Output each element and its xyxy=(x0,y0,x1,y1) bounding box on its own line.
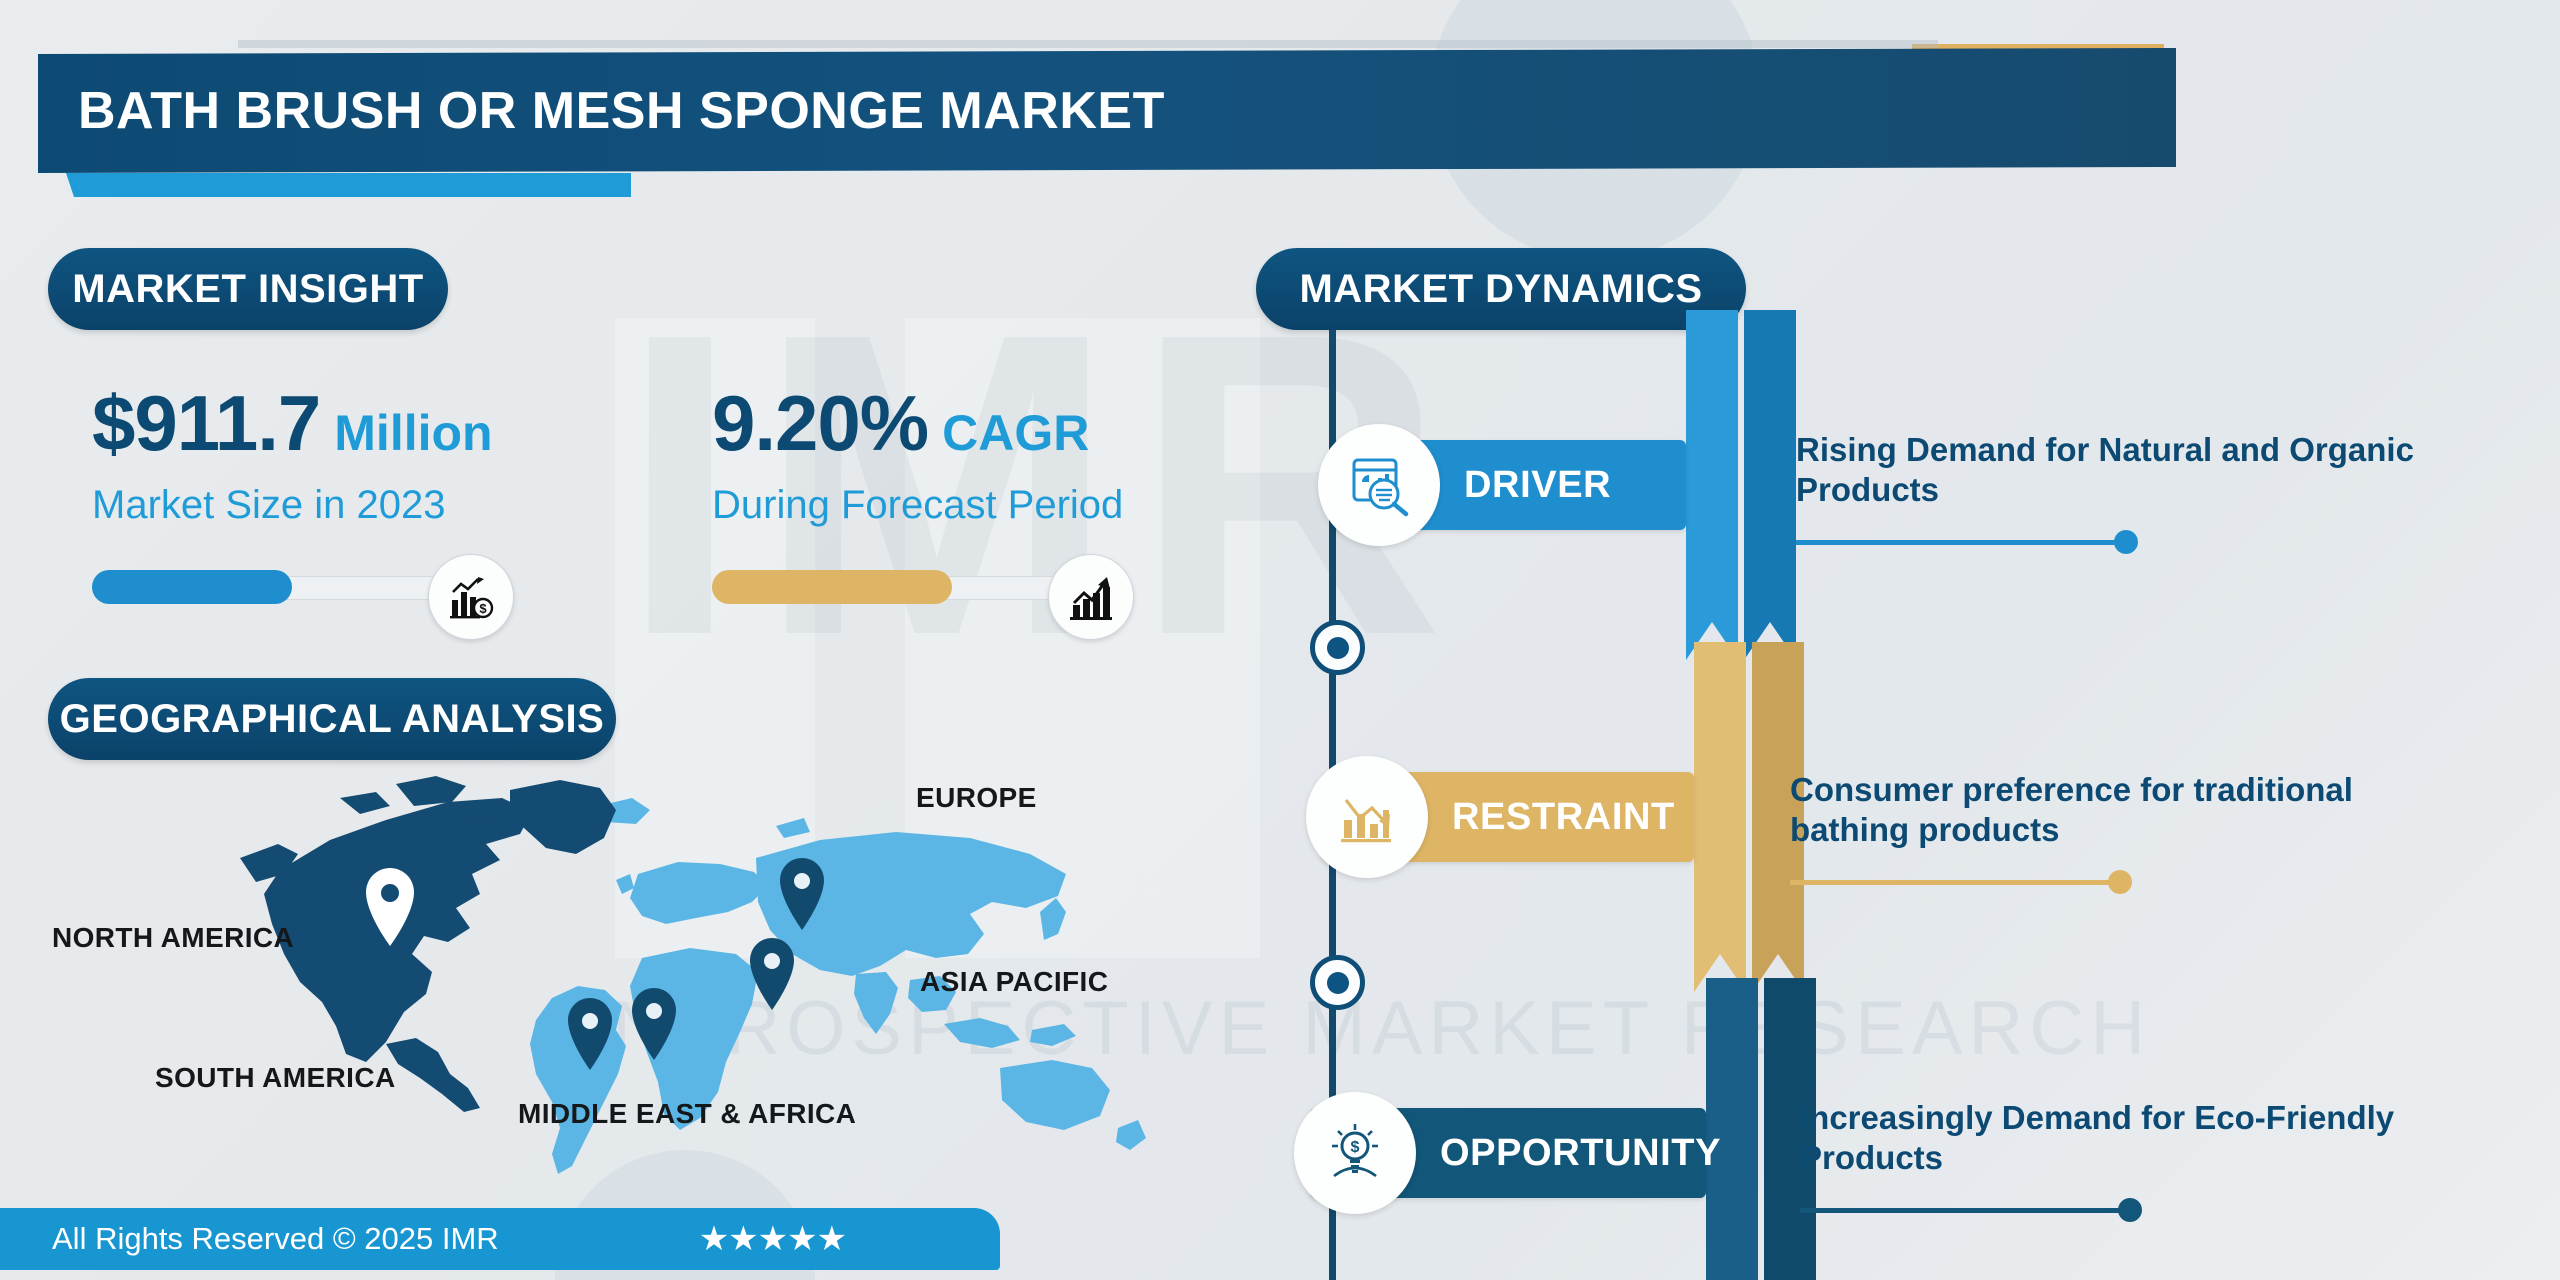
dynamics-ribbon-opportunity[interactable]: OPPORTUNITY $ xyxy=(1294,978,1816,1280)
lightbulb-dollar-icon: $ xyxy=(1294,1092,1416,1214)
desc-rule-driver xyxy=(1796,540,2121,545)
map-pin-north-america xyxy=(366,868,414,946)
dynamics-label-opportunity: OPPORTUNITY xyxy=(1440,1131,1722,1174)
progress-fill xyxy=(92,570,292,604)
kpi-market-size-caption: Market Size in 2023 xyxy=(92,483,446,527)
timeline-node-1 xyxy=(1310,620,1365,675)
region-label-middle-east-africa: MIDDLE EAST & AFRICA xyxy=(518,1098,857,1129)
desc-rule-opportunity xyxy=(1800,1208,2125,1213)
map-pin-middle-east-africa xyxy=(632,988,676,1060)
kpi-market-size-progress: $ xyxy=(92,554,514,640)
kpi-cagr: 9.20%CAGR During Forecast Period xyxy=(712,378,1134,640)
ribbon-tail-restraint xyxy=(1694,642,1804,992)
growth-arrow-chart-icon xyxy=(1048,554,1134,640)
kpi-market-size-unit: Million xyxy=(334,405,493,461)
dynamics-desc-opportunity: Increasingly Demand for Eco-Friendly Pro… xyxy=(1800,1098,2500,1222)
svg-text:$: $ xyxy=(479,601,487,616)
footer-bar: All Rights Reserved © 2025 IMR ★★★★★ xyxy=(0,1208,1000,1270)
watermark-logo: IMR xyxy=(620,245,1463,725)
watermark-tagline: INTROSPECTIVE MARKET RESEARCH xyxy=(585,986,2152,1071)
section-title-geographical-analysis: GEOGRAPHICAL ANALYSIS xyxy=(48,678,616,760)
region-label-south-america: SOUTH AMERICA xyxy=(155,1062,396,1093)
ribbon-tail-driver xyxy=(1686,310,1796,660)
report-magnifier-icon xyxy=(1318,424,1440,546)
dynamics-desc-driver-text: Rising Demand for Natural and Organic Pr… xyxy=(1796,431,2414,509)
desc-dot-restraint xyxy=(2108,870,2132,894)
kpi-market-size-value: $911.7 xyxy=(92,379,321,467)
desc-rule-restraint xyxy=(1790,880,2115,885)
rating-stars: ★★★★★ xyxy=(698,1220,847,1258)
region-label-asia-pacific: ASIA PACIFIC xyxy=(920,966,1109,997)
section-title-market-dynamics: MARKET DYNAMICS xyxy=(1256,248,1746,330)
dynamics-desc-restraint-text: Consumer preference for traditional bath… xyxy=(1790,771,2353,849)
region-label-north-america: NORTH AMERICA xyxy=(52,922,295,953)
kpi-cagr-value: 9.20% xyxy=(712,379,929,467)
map-pin-europe xyxy=(780,858,824,930)
dynamics-label-driver: DRIVER xyxy=(1464,463,1612,506)
timeline-node-2 xyxy=(1310,955,1365,1010)
progress-fill xyxy=(712,570,952,604)
map-pin-south-america xyxy=(568,998,612,1070)
header-top-shadow xyxy=(238,40,1938,48)
dynamics-desc-restraint: Consumer preference for traditional bath… xyxy=(1790,770,2490,894)
dynamics-ribbon-driver[interactable]: DRIVER xyxy=(1318,310,1796,660)
desc-dot-driver xyxy=(2114,530,2138,554)
dynamics-desc-opportunity-text: Increasingly Demand for Eco-Friendly Pro… xyxy=(1800,1099,2395,1177)
ribbon-tail-opportunity xyxy=(1706,978,1816,1280)
page-title: BATH BRUSH OR MESH SPONGE MARKET xyxy=(78,81,1165,140)
header-banner: BATH BRUSH OR MESH SPONGE MARKET xyxy=(38,48,2176,173)
kpi-cagr-unit: CAGR xyxy=(942,405,1090,461)
copyright-text: All Rights Reserved © 2025 IMR xyxy=(52,1221,499,1256)
region-label-europe: EUROPE xyxy=(916,782,1037,813)
header-accent-bar xyxy=(66,173,631,197)
bar-chart-dollar-icon: $ xyxy=(428,554,514,640)
kpi-cagr-progress xyxy=(712,554,1134,640)
declining-bar-chart-icon xyxy=(1306,756,1428,878)
desc-dot-opportunity xyxy=(2118,1198,2142,1222)
dynamics-desc-driver: Rising Demand for Natural and Organic Pr… xyxy=(1796,430,2496,554)
dynamics-ribbon-restraint[interactable]: RESTRAINT xyxy=(1306,642,1804,992)
svg-text:$: $ xyxy=(1351,1139,1360,1156)
world-map xyxy=(180,762,1250,1187)
dynamics-label-restraint: RESTRAINT xyxy=(1452,795,1675,838)
kpi-cagr-caption: During Forecast Period xyxy=(712,483,1124,527)
section-title-market-insight: MARKET INSIGHT xyxy=(48,248,448,330)
map-pin-asia-pacific xyxy=(750,938,794,1010)
